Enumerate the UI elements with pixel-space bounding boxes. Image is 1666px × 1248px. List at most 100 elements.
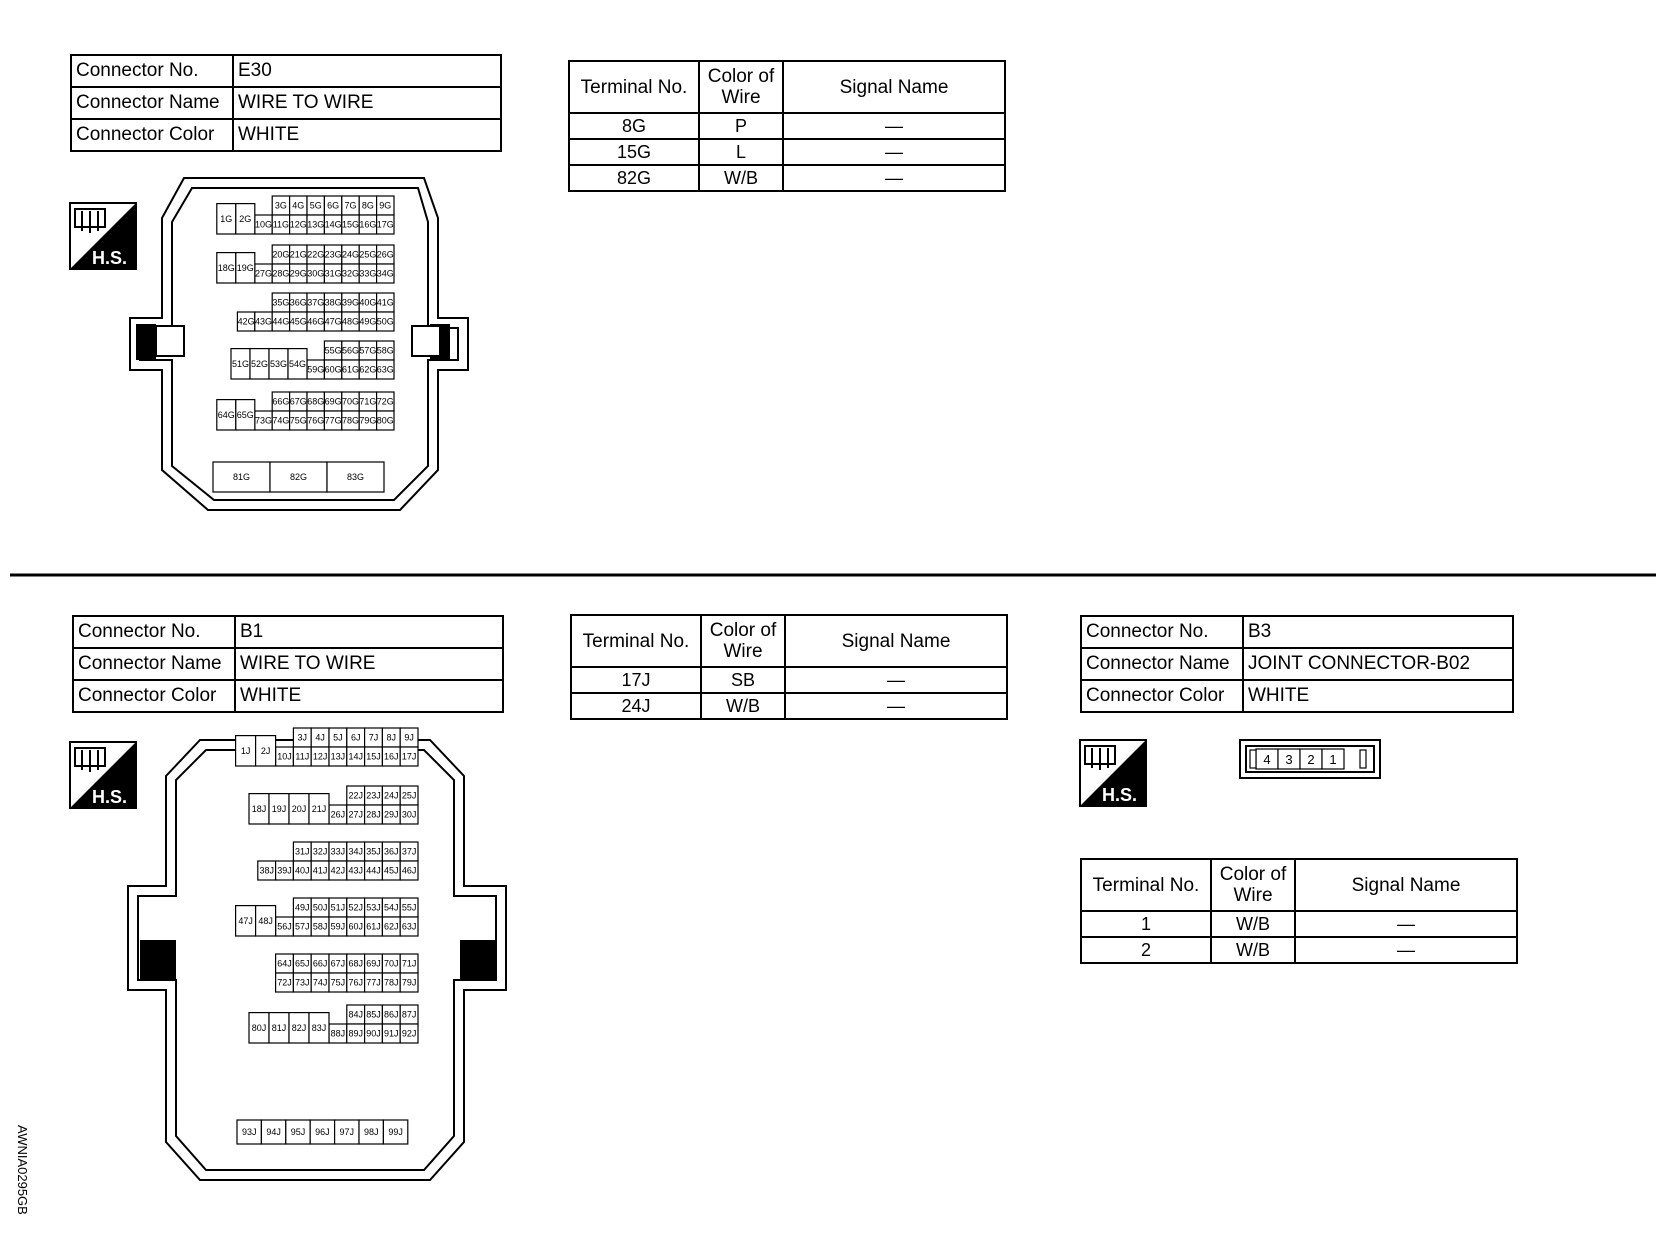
svg-text:69J: 69J [366, 959, 381, 969]
terminal-cavity: 34J [346, 841, 366, 862]
hs-label: H.S. [92, 248, 127, 268]
cell-terminal: 2 [1080, 936, 1212, 964]
svg-text:95J: 95J [291, 1127, 306, 1137]
svg-text:78G: 78G [342, 416, 359, 426]
terminal-cavity: 55J [399, 897, 419, 918]
terminal-cavity: 3 [1277, 748, 1301, 770]
terminal-cavity: 24J [381, 785, 401, 806]
svg-text:28G: 28G [272, 269, 289, 279]
svg-text:1: 1 [1329, 752, 1336, 767]
terminal-cavity: 70G [341, 391, 360, 412]
terminal-cavity: 77G [323, 410, 343, 431]
terminal-cavity: 90J [364, 1023, 384, 1044]
svg-text:69G: 69G [325, 397, 342, 407]
svg-text:18G: 18G [218, 263, 235, 273]
svg-text:12G: 12G [290, 220, 307, 230]
svg-text:81J: 81J [272, 1023, 287, 1033]
info-label: Connector Name [72, 647, 236, 681]
svg-text:42G: 42G [238, 317, 255, 327]
svg-text:53J: 53J [366, 903, 381, 913]
svg-text:8G: 8G [362, 201, 374, 211]
figure-code: AWNIA0295GB [15, 1125, 30, 1215]
svg-text:85J: 85J [366, 1010, 381, 1020]
svg-text:33J: 33J [331, 847, 346, 857]
terminal-cavity: 72J [275, 972, 295, 993]
svg-text:59J: 59J [331, 922, 346, 932]
terminal-cavity: 4 [1255, 748, 1279, 770]
terminal-cavity: 3J [292, 727, 312, 748]
cell-terminal: 82G [568, 164, 700, 192]
svg-text:98J: 98J [364, 1127, 379, 1137]
svg-text:35G: 35G [272, 298, 289, 308]
info-label: Connector Color [72, 679, 236, 713]
terminal-cavity: 26J [328, 804, 348, 825]
svg-text:57J: 57J [295, 922, 310, 932]
info-label: Connector No. [72, 615, 236, 649]
terminal-cavity: 36G [289, 292, 308, 313]
cell-signal: — [1294, 910, 1518, 938]
svg-text:18J: 18J [252, 804, 267, 814]
terminal-cavity: 27J [346, 804, 366, 825]
terminal-cavity: 23G [323, 244, 343, 265]
terminal-cavity: 96J [309, 1119, 336, 1145]
info-value: WHITE [232, 118, 502, 152]
cell-signal: — [784, 692, 1008, 720]
terminal-cavity: 13J [328, 746, 348, 767]
terminal-cavity: 71G [358, 391, 378, 412]
svg-text:28J: 28J [366, 810, 381, 820]
cell-color: L [698, 138, 784, 166]
terminal-cavity: 15G [341, 214, 360, 235]
svg-text:44G: 44G [272, 317, 289, 327]
terminal-cavity: 33J [328, 841, 348, 862]
svg-text:42J: 42J [331, 866, 346, 876]
terminal-cavity: 7G [341, 195, 360, 216]
svg-text:97J: 97J [340, 1127, 355, 1137]
terminal-cavity: 84J [346, 1004, 366, 1025]
terminal-cavity: 19J [268, 792, 290, 825]
svg-text:64J: 64J [277, 959, 292, 969]
terminal-cavity: 41G [376, 292, 395, 313]
header-color-of-wire: Color of Wire [1210, 858, 1296, 912]
svg-text:73J: 73J [295, 978, 310, 988]
terminal-cavity: 22J [346, 785, 366, 806]
terminal-cavity: 2 [1299, 748, 1323, 770]
b3-terminal-table: Terminal No. Color of Wire Signal Name 1… [1080, 858, 1518, 964]
terminal-cavity: 17G [376, 214, 395, 235]
svg-text:23G: 23G [325, 250, 342, 260]
terminal-cavity: 23J [364, 785, 384, 806]
terminal-cavity: 47J [235, 904, 257, 937]
terminal-cavity: 83G [326, 461, 385, 493]
terminal-cavity: 14J [346, 746, 366, 767]
header-color-of-wire: Color of Wire [698, 60, 784, 114]
terminal-cavity: 44G [271, 311, 291, 332]
svg-text:74J: 74J [313, 978, 328, 988]
terminal-cavity: 76G [306, 410, 325, 431]
svg-text:75G: 75G [290, 416, 307, 426]
svg-text:64G: 64G [218, 410, 235, 420]
terminal-cavity: 4G [289, 195, 308, 216]
terminal-cavity: 78J [381, 972, 401, 993]
terminal-cavity: 51J [328, 897, 348, 918]
svg-text:4J: 4J [315, 733, 325, 743]
terminal-cavity: 50J [310, 897, 330, 918]
svg-text:8J: 8J [387, 733, 397, 743]
info-row: Connector No.B3 [1080, 615, 1514, 649]
hs-badge-b1: H.S. [69, 741, 137, 809]
latch-slot [1249, 749, 1257, 769]
terminal-cavity: 30G [306, 263, 325, 284]
svg-text:94J: 94J [266, 1127, 281, 1137]
terminal-cavity: 62J [381, 916, 401, 937]
terminal-cavity: 3G [271, 195, 291, 216]
svg-text:81G: 81G [233, 472, 250, 482]
terminal-cavity: 97J [334, 1119, 360, 1145]
terminal-cavity: 6J [346, 727, 366, 748]
terminal-cavity: 87J [399, 1004, 419, 1025]
svg-text:60G: 60G [325, 365, 342, 375]
info-value: JOINT CONNECTOR-B02 [1242, 647, 1514, 681]
svg-text:91J: 91J [384, 1029, 399, 1039]
svg-text:82G: 82G [290, 472, 307, 482]
